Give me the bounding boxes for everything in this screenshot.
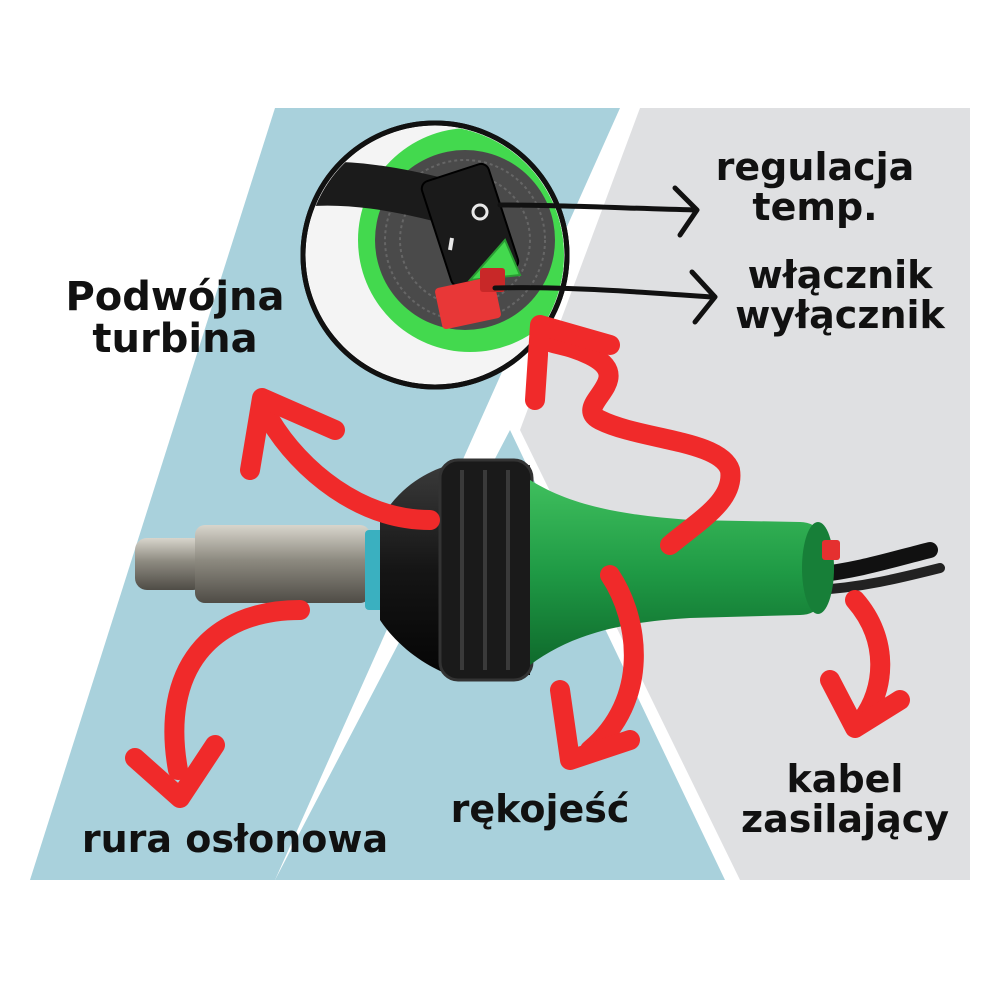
label-rura-oslonowa-text: rura osłonowa (81, 817, 389, 861)
switch-tab (822, 540, 840, 560)
switch-off-symbol (471, 203, 489, 221)
red-arrow-switch-head (525, 315, 620, 410)
handle-end-cap (802, 522, 834, 614)
red-arrow-switch-zigzag (535, 330, 741, 555)
red-arrow-rura-head (125, 735, 225, 808)
switch-closeup-inset (300, 120, 570, 390)
arrow-to-regulacja-head (672, 185, 700, 238)
label-podwojna-turbina: Podwójna turbina (40, 276, 310, 360)
label-regulacja-temp-line1: regulacja (715, 145, 915, 189)
nozzle-tube (195, 525, 370, 603)
label-podwojna-turbina-line2: turbina (92, 316, 258, 362)
red-arrow-rura (164, 600, 310, 780)
red-arrows (125, 315, 910, 808)
label-rura-oslonowa: rura osłonowa (60, 817, 410, 861)
pointer-arrows (492, 185, 718, 325)
red-arrow-turbina (260, 410, 440, 530)
red-arrow-kabel-head (820, 670, 910, 738)
red-arrow-rekojesc (580, 565, 644, 760)
arrow-to-wlacznik (492, 285, 715, 300)
green-handle (530, 480, 830, 665)
label-regulacja-temp: regulacja temp. (695, 145, 935, 229)
switch-on-symbol (448, 237, 454, 251)
heat-gun (135, 458, 945, 682)
label-wlacznik-line2: wyłącznik (735, 292, 945, 337)
background-gray-shape (520, 108, 970, 880)
label-rekojesc-text: rękojeść (450, 787, 630, 831)
red-arrow-rekojesc-head (550, 680, 640, 770)
label-kabel-zasilajacy: kabel zasilający (720, 757, 970, 841)
label-wlacznik-wylacznik: włącznik wyłącznik (715, 253, 965, 337)
label-rekojesc: rękojeść (430, 787, 650, 831)
label-kabel-line1: kabel (786, 757, 904, 801)
label-kabel-line2: zasilający (740, 796, 950, 841)
label-regulacja-temp-line2: temp. (752, 184, 878, 229)
label-wlacznik-line1: włącznik (747, 253, 933, 297)
arrow-to-wlacznik-head (689, 269, 718, 325)
label-podwojna-turbina-line1: Podwójna (65, 274, 285, 320)
red-arrow-turbina-head (240, 388, 345, 480)
arrow-to-regulacja (497, 202, 698, 213)
nozzle-tip (135, 538, 205, 590)
